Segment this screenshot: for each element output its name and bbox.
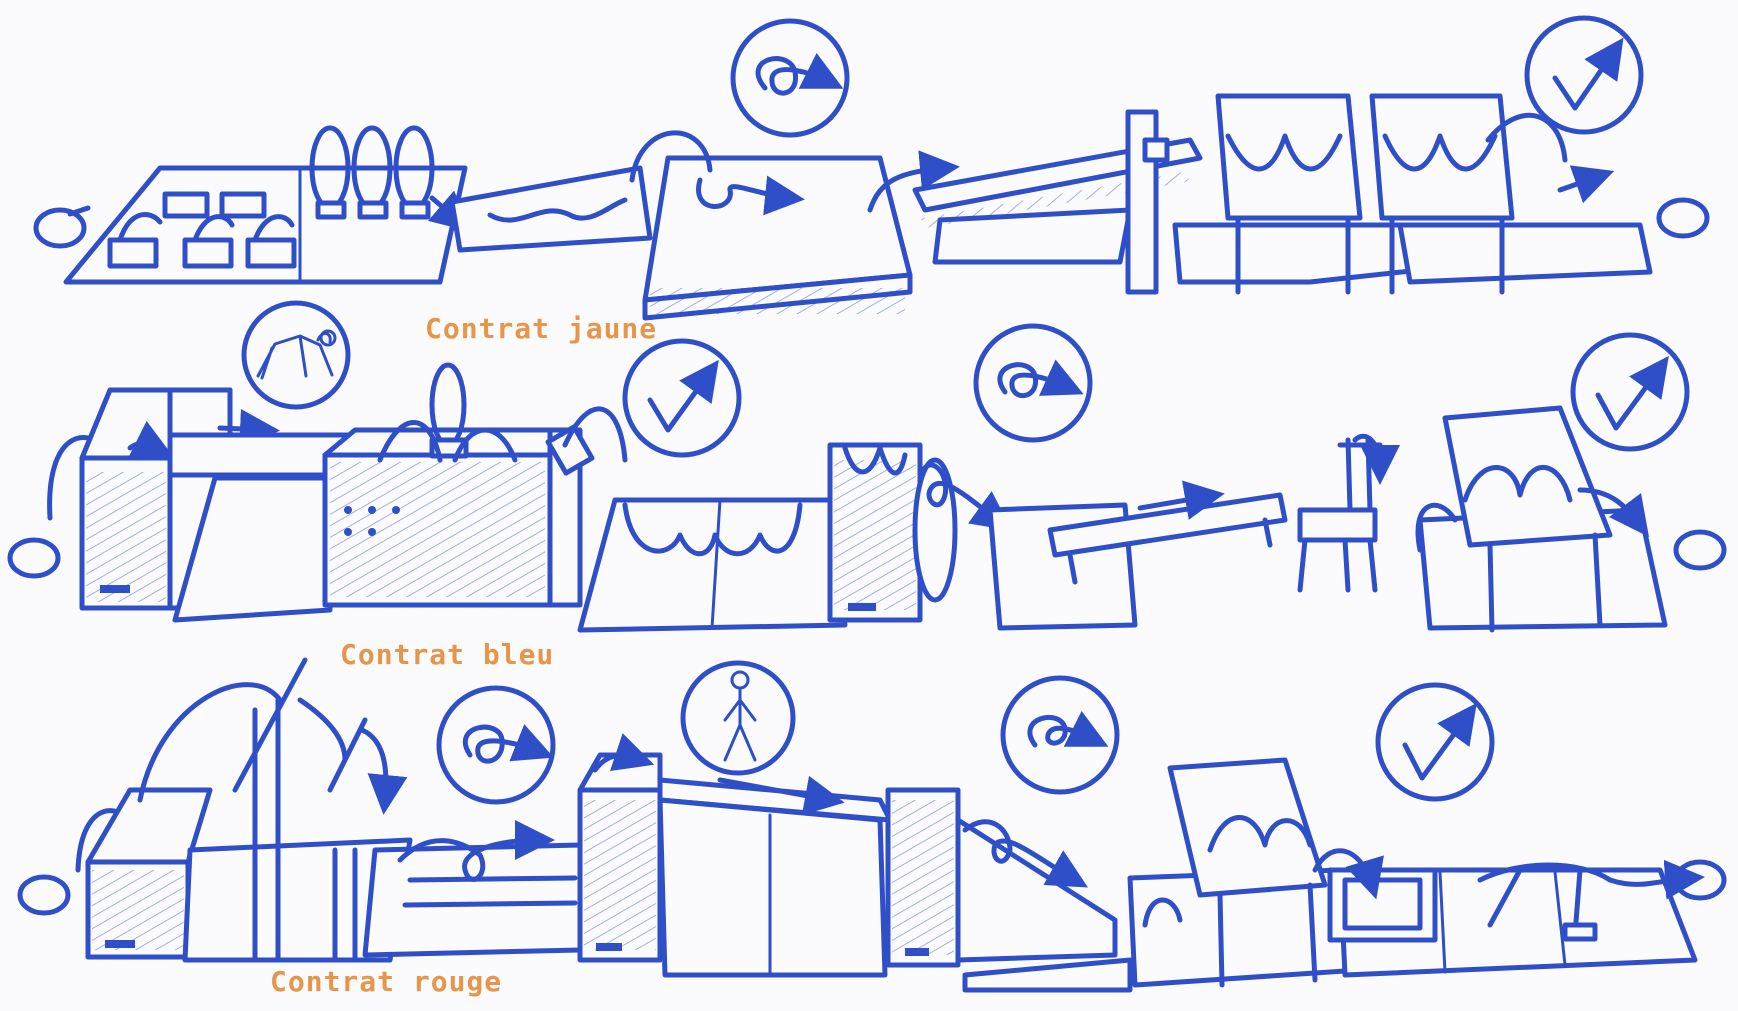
mats-with-cushion [1315,851,1695,975]
start-circle [10,540,58,576]
sign-check-arrow [625,341,739,455]
thick-mat [632,133,910,318]
row-label-bleu: Contrat bleu [340,638,554,671]
row-label-jaune: Contrat jaune [425,312,657,345]
sign-walking-figure [683,663,793,773]
start-circle [20,877,68,913]
sign-crawling-child [244,303,348,407]
sign-loop-arrow [439,688,553,802]
table [1418,408,1665,630]
row-label-rouge: Contrat rouge [270,965,502,998]
table [1130,760,1360,985]
chair [1300,436,1380,590]
finish-circle [1676,532,1724,568]
sign-check-arrow [1573,335,1687,449]
parallel-bars-mat [365,840,580,955]
finish-circle [1659,200,1707,236]
mat-with-blocks [66,128,465,282]
foam-box-with-wedge [888,790,1130,990]
course-row-jaune [36,18,1707,318]
inclined-plank [452,168,650,250]
sign-check-arrow [1378,685,1492,799]
sign-check-arrow [1527,18,1641,132]
sign-loop-arrow [733,21,847,135]
foam-box-with-hoop [325,365,592,605]
course-row-bleu [10,303,1724,630]
foam-box-with-ramp [580,755,890,975]
start-circle [36,210,84,246]
course-row-rouge [20,660,1724,990]
sign-loop-arrow [976,326,1090,440]
floor-mats [580,500,845,630]
sign-spiral-arrow [1003,678,1117,792]
balance-beam-ramp [915,112,1200,292]
